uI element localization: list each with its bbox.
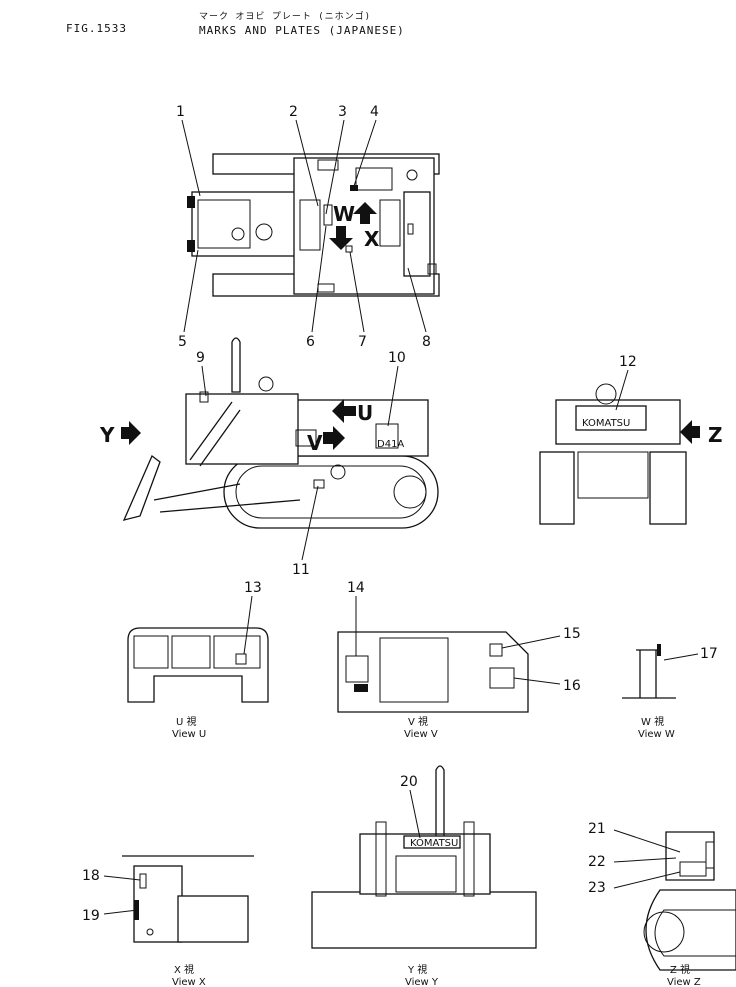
view-arrow-label-x: X bbox=[364, 227, 380, 251]
view-arrow-label-v: V bbox=[307, 431, 323, 455]
callout-3: 3 bbox=[338, 104, 347, 120]
callout-17: 17 bbox=[700, 646, 718, 662]
figure-number: FIG.1533 bbox=[66, 22, 127, 35]
view-u-caption-ja: U 視 bbox=[176, 715, 197, 728]
view-captions: U 視 View U V 視 View V W 視 View W X 視 Vie… bbox=[172, 715, 701, 987]
view-w-caption: View W bbox=[638, 729, 675, 740]
callout-22: 22 bbox=[588, 854, 606, 870]
side-view: Y U V D41A bbox=[99, 337, 439, 561]
callout-7: 7 bbox=[358, 334, 367, 350]
callout-11: 11 bbox=[292, 562, 310, 578]
model-plate-text: D41A bbox=[377, 439, 404, 450]
view-w-drawing bbox=[622, 644, 699, 699]
view-y-drawing: KOMATSU bbox=[311, 765, 537, 949]
view-x-drawing bbox=[103, 855, 254, 943]
view-x-caption: View X bbox=[172, 977, 206, 987]
view-y-caption-ja: Y 視 bbox=[407, 963, 427, 976]
brand-plate-text-y: KOMATSU bbox=[410, 838, 458, 849]
view-z-drawing bbox=[613, 829, 736, 971]
rear-view-z: KOMATSU Z bbox=[539, 369, 723, 525]
callout-12: 12 bbox=[619, 354, 637, 370]
view-v-caption: View V bbox=[404, 729, 438, 740]
callout-10: 10 bbox=[388, 350, 406, 366]
view-y-caption: View Y bbox=[405, 977, 439, 987]
view-v-drawing bbox=[337, 596, 561, 713]
callout-2: 2 bbox=[289, 104, 298, 120]
view-arrow-label-y: Y bbox=[99, 423, 115, 447]
callout-20: 20 bbox=[400, 774, 418, 790]
view-arrow-label-u: U bbox=[357, 401, 373, 425]
top-view: W X bbox=[181, 119, 440, 333]
title-japanese: マーク オヨビ プレート (ニホンゴ) bbox=[199, 12, 372, 22]
callout-14: 14 bbox=[347, 580, 365, 596]
view-arrow-label-w: W bbox=[333, 202, 355, 226]
view-z-caption: View Z bbox=[667, 977, 701, 987]
view-u-drawing bbox=[127, 595, 269, 703]
brand-plate-text: KOMATSU bbox=[582, 418, 630, 429]
callout-8: 8 bbox=[422, 334, 431, 350]
view-x-caption-ja: X 視 bbox=[174, 963, 194, 976]
callout-18: 18 bbox=[82, 868, 100, 884]
title-english: MARKS AND PLATES (JAPANESE) bbox=[199, 24, 405, 37]
callout-6: 6 bbox=[306, 334, 315, 350]
callout-1: 1 bbox=[176, 104, 185, 120]
callout-19: 19 bbox=[82, 908, 100, 924]
view-w-caption-ja: W 視 bbox=[641, 715, 664, 728]
callout-9: 9 bbox=[196, 350, 205, 366]
callout-4: 4 bbox=[370, 104, 379, 120]
callout-13: 13 bbox=[244, 580, 262, 596]
callout-15: 15 bbox=[563, 626, 581, 642]
callout-21: 21 bbox=[588, 821, 606, 837]
callout-numbers: 1 2 3 4 5 6 7 8 9 10 11 12 13 14 15 16 1… bbox=[82, 104, 718, 924]
callout-5: 5 bbox=[178, 334, 187, 350]
view-u-caption: View U bbox=[172, 729, 206, 740]
callout-23: 23 bbox=[588, 880, 606, 896]
view-z-caption-ja: Z 視 bbox=[670, 963, 690, 976]
view-arrow-label-z: Z bbox=[708, 423, 723, 447]
view-v-caption-ja: V 視 bbox=[408, 715, 428, 728]
callout-16: 16 bbox=[563, 678, 581, 694]
